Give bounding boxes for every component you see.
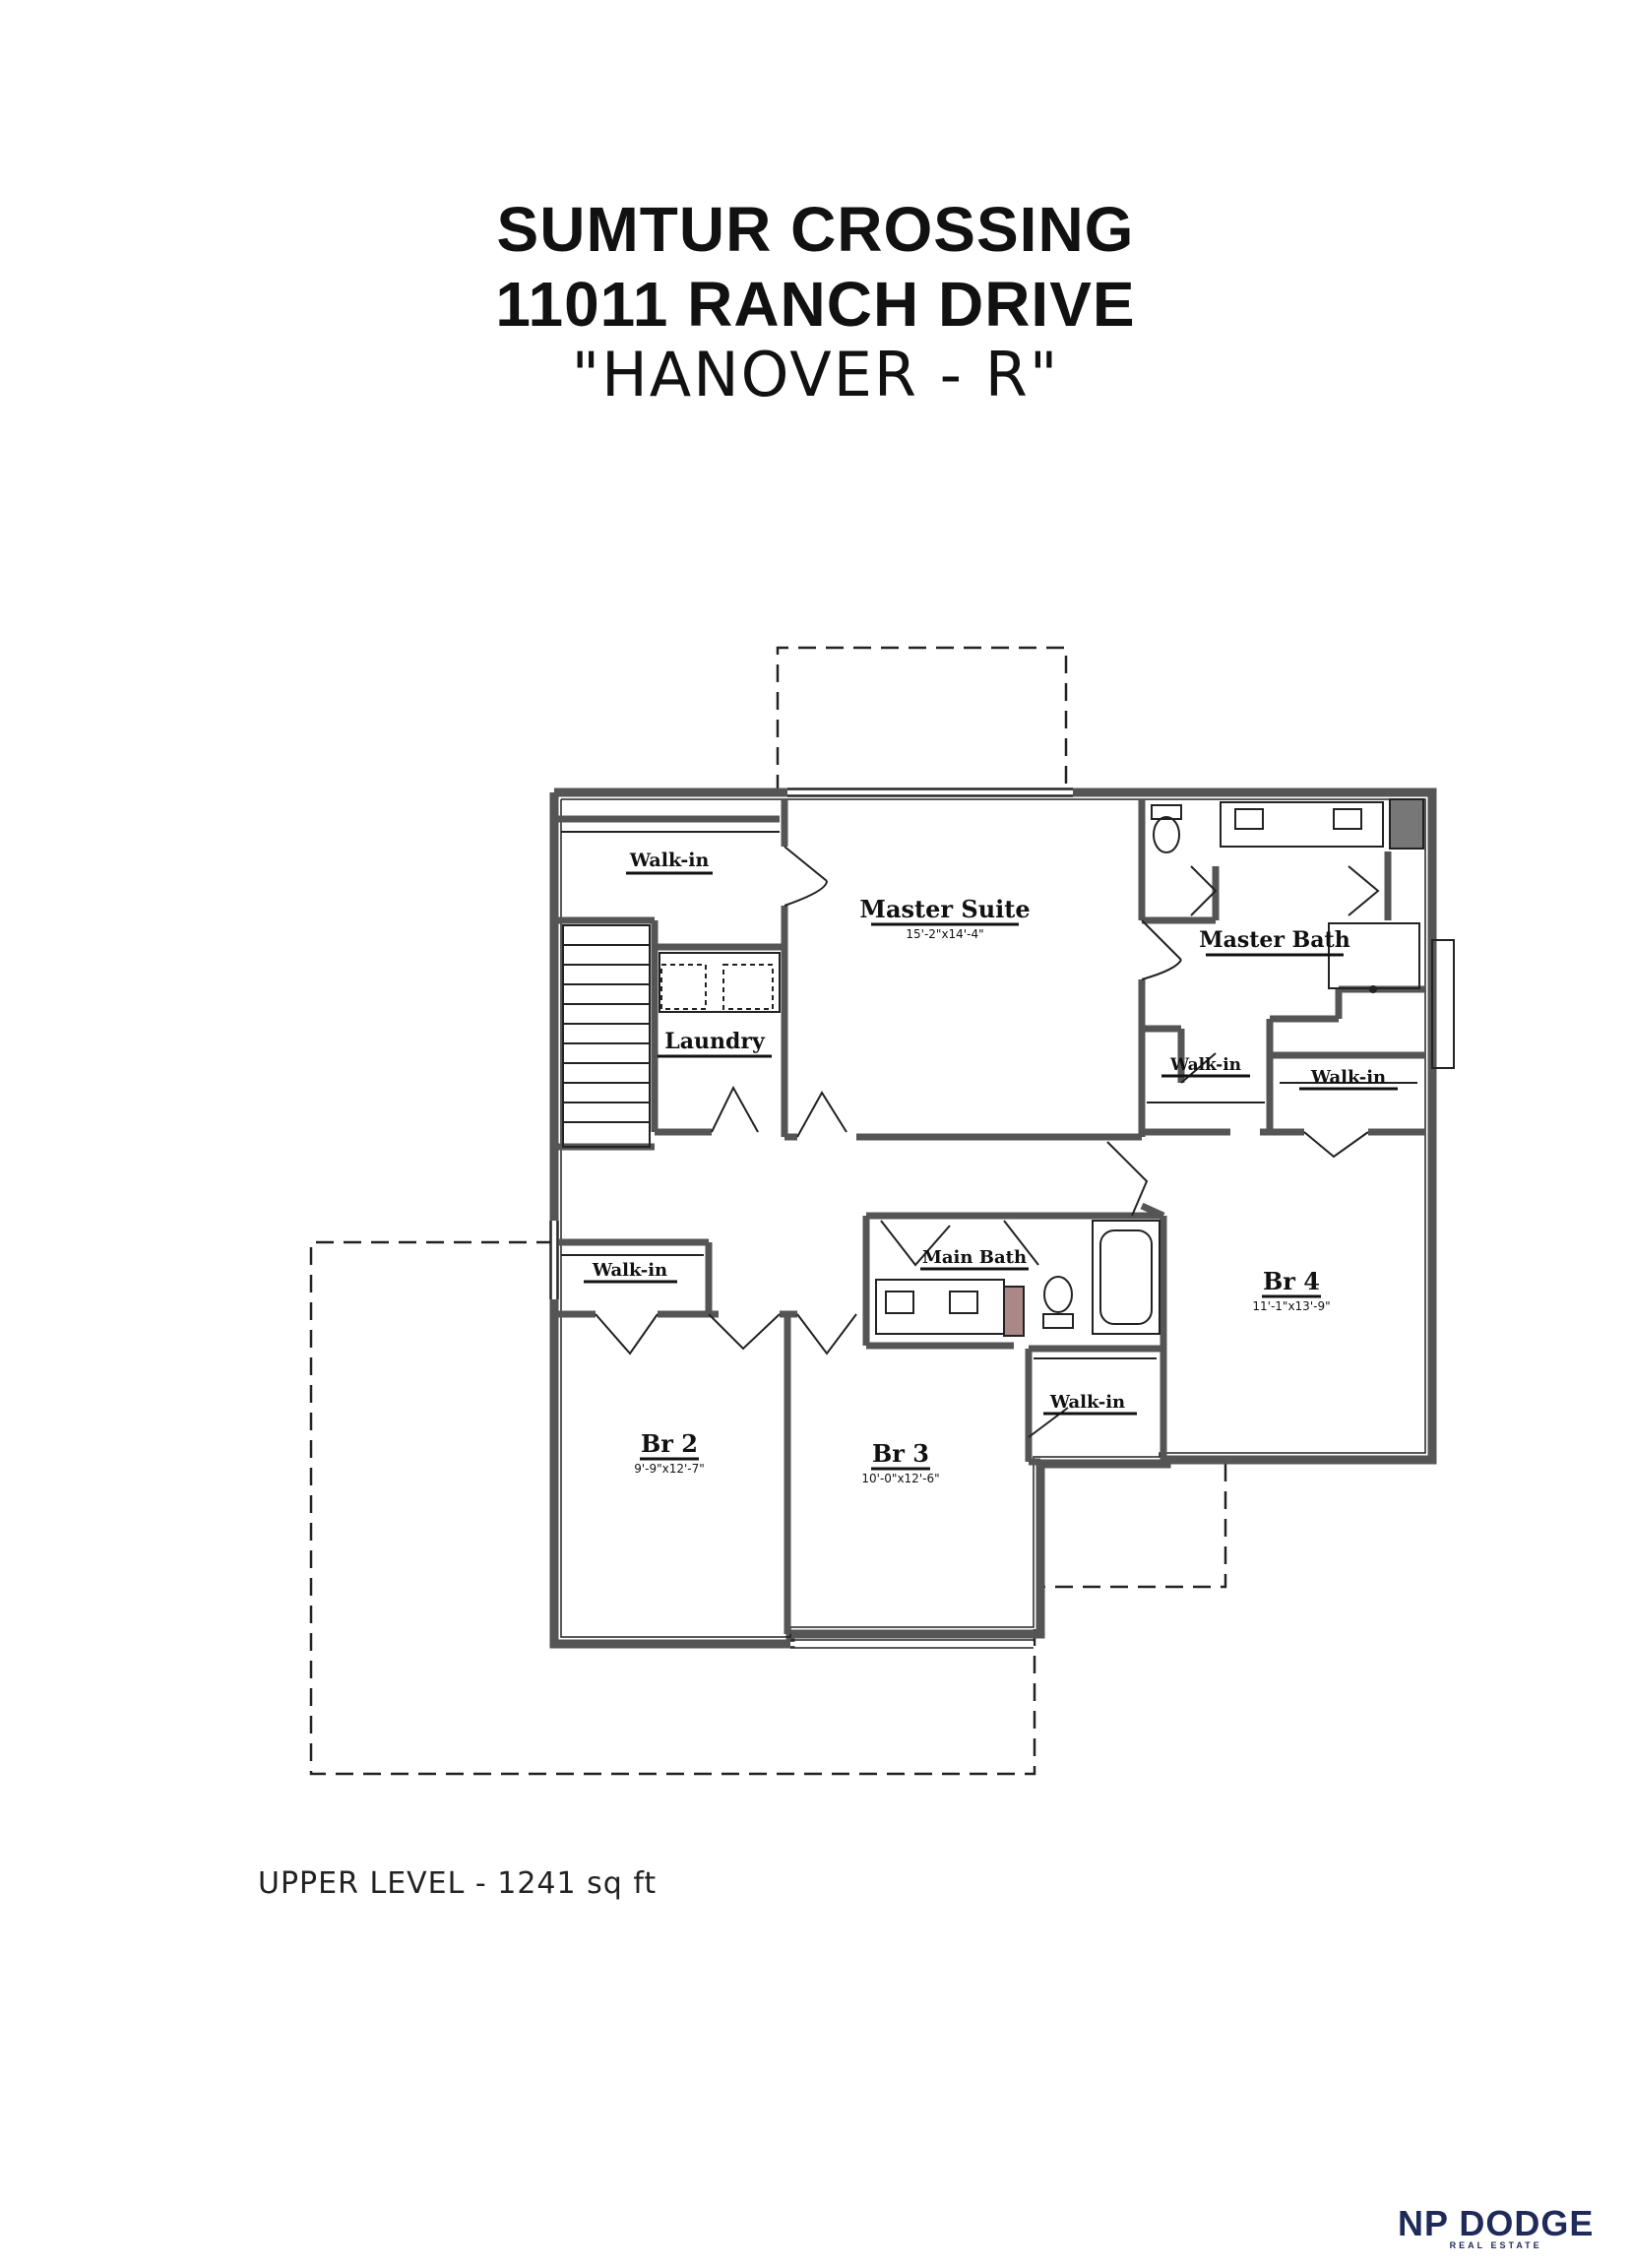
dashed-outline-top [776,646,1068,792]
dim-br3: 10'-0"x12'-6" [861,1472,939,1485]
door-master-toilet [1190,865,1218,916]
door-walkin-br2 [595,1313,659,1355]
door-hall-right [796,1313,857,1355]
label-br2: Br 2 [641,1429,698,1458]
master-toilet-tank [1151,804,1182,820]
label-br3: Br 3 [872,1439,929,1468]
label-walkin-br2: Walk-in [592,1260,667,1281]
exterior-walls-inner [560,798,1426,1638]
door-bath-pocket [1141,919,1182,980]
level-area-note: UPPER LEVEL - 1241 sq ft [258,1866,658,1901]
label-walkin-br3: Walk-in [1049,1392,1125,1413]
company-logo: NP DODGE REAL ESTATE [1398,2203,1594,2250]
master-shower-seat [1389,798,1424,850]
doors [595,846,1380,1438]
master-toilet-bowl [1153,816,1180,853]
label-walkin-top: Walk-in [629,850,710,871]
title-subdivision: SUMTUR CROSSING [496,194,1135,265]
door-walkin-top [784,846,828,907]
dim-br2: 9'-9"x12'-7" [634,1462,705,1476]
windows [552,790,1073,1646]
master-sink-1 [1234,808,1264,830]
title-address: 11011 RANCH DRIVE [495,269,1136,340]
main-sink-2 [949,1291,978,1314]
bay-bump [1431,939,1455,1069]
door-laundry [711,1085,759,1133]
laundry-counter [659,952,781,1013]
main-sink-1 [885,1291,914,1314]
door-br4 [1106,1141,1149,1217]
main-vanity [875,1279,1005,1335]
dashed-outline-right [1039,1464,1227,1589]
door-main-bath [880,1220,951,1267]
label-walkin-master-1: Walk-in [1169,1055,1241,1075]
logo-main-text: NP DODGE [1398,2203,1595,2243]
door-master [796,1091,847,1138]
window-lines [549,788,1073,1649]
master-sink-2 [1333,808,1362,830]
door-walkin-m1 [1180,1052,1217,1084]
label-master-suite: Master Suite [859,895,1030,923]
logo-sub-text: REAL ESTATE [1449,2240,1542,2250]
room-labels: Walk-in Master Suite 15'-2"x14'-4" Maste… [584,850,1398,1485]
dim-br4: 11'-1"x13'-9" [1252,1299,1330,1313]
dryer [722,964,774,1010]
bathtub [1092,1220,1161,1335]
master-vanity [1220,801,1384,848]
door-master-shower [1348,865,1380,916]
door-main-bath-right [1003,1220,1039,1266]
label-master-bath: Master Bath [1199,927,1349,953]
title-model: "HANOVER - R" [571,339,1060,410]
dashed-outline-left [309,1240,1036,1776]
fixtures [561,798,1424,1359]
label-walkin-master-2: Walk-in [1310,1067,1386,1088]
main-toilet-tank [1042,1313,1074,1329]
label-laundry: Laundry [664,1029,766,1054]
staircase [562,924,651,1148]
door-walkin-m2 [1303,1131,1369,1159]
door-hall-left [708,1313,781,1351]
label-main-bath: Main Bath [922,1247,1027,1268]
linen [1003,1286,1025,1337]
washer [660,964,707,1010]
label-br4: Br 4 [1263,1267,1320,1295]
dim-master-suite: 15'-2"x14'-4" [906,927,983,941]
main-toilet-bowl [1043,1276,1073,1313]
